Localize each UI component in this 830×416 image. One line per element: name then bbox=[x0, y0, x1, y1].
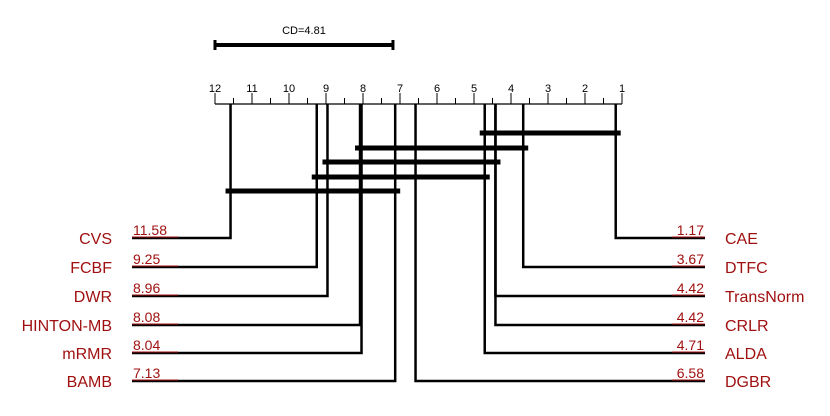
method-line-left bbox=[132, 104, 397, 383]
clique-bars bbox=[225, 130, 621, 194]
method-name-left: DWR bbox=[74, 289, 112, 306]
method-rank-right: 6.58 bbox=[677, 365, 704, 381]
method-line-left bbox=[132, 104, 363, 355]
cd-label: CD=4.81 bbox=[282, 25, 326, 37]
method-name-left: mRMR bbox=[62, 346, 112, 363]
method-line-left bbox=[132, 104, 329, 298]
axis-tick-label: 6 bbox=[434, 83, 440, 95]
method-lines: 1.17CAE3.67DTFC4.42TransNorm4.42CRLR4.71… bbox=[22, 104, 804, 391]
method-name-left: BAMB bbox=[67, 374, 112, 391]
rank-axis: 12 11 10 9 8 7 6 5 4 3 2 1 bbox=[209, 83, 625, 105]
axis-tick-label: 2 bbox=[582, 83, 588, 95]
method-name-left: HINTON-MB bbox=[22, 318, 112, 335]
method-name-right: TransNorm bbox=[725, 289, 804, 306]
axis-tick-label: 9 bbox=[323, 83, 329, 95]
axis-tick-label: 4 bbox=[508, 83, 514, 95]
method-rank-left: 7.13 bbox=[133, 365, 160, 381]
axis-tick-label: 8 bbox=[360, 83, 366, 95]
method-rank-right: 3.67 bbox=[677, 251, 704, 267]
method-line-right bbox=[521, 104, 705, 269]
method-line-left bbox=[132, 104, 232, 240]
method-line-right bbox=[614, 104, 705, 240]
method-rank-right: 4.42 bbox=[677, 309, 704, 325]
method-rank-left: 8.04 bbox=[133, 337, 160, 353]
method-line-right bbox=[494, 104, 705, 327]
method-name-right: CRLR bbox=[725, 318, 769, 335]
method-name-left: CVS bbox=[79, 231, 112, 248]
method-rank-right: 1.17 bbox=[677, 222, 704, 238]
method-rank-left: 9.25 bbox=[133, 251, 160, 267]
method-rank-left: 8.96 bbox=[133, 280, 160, 296]
method-rank-right: 4.71 bbox=[677, 337, 704, 353]
axis-tick-label: 5 bbox=[471, 83, 477, 95]
method-rank-left: 8.08 bbox=[133, 309, 160, 325]
method-name-left: FCBF bbox=[70, 260, 112, 277]
axis-tick-label: 12 bbox=[209, 83, 221, 95]
axis-tick-label: 7 bbox=[397, 83, 403, 95]
method-line-right bbox=[483, 104, 705, 355]
method-name-right: ALDA bbox=[725, 346, 767, 363]
axis-tick-label: 10 bbox=[283, 83, 295, 95]
method-rank-left: 11.58 bbox=[133, 222, 167, 238]
cd-bar-group: CD=4.81 bbox=[213, 25, 395, 50]
method-rank-right: 4.42 bbox=[677, 280, 704, 296]
method-name-right: CAE bbox=[725, 231, 758, 248]
method-name-right: DTFC bbox=[725, 260, 768, 277]
method-line-right bbox=[414, 104, 705, 383]
axis-tick-label: 11 bbox=[246, 83, 257, 95]
axis-tick-label: 3 bbox=[545, 83, 551, 95]
method-name-right: DGBR bbox=[725, 374, 771, 391]
axis-tick-label: 1 bbox=[619, 83, 625, 95]
method-line-left bbox=[132, 104, 318, 269]
method-line-left bbox=[132, 104, 362, 327]
